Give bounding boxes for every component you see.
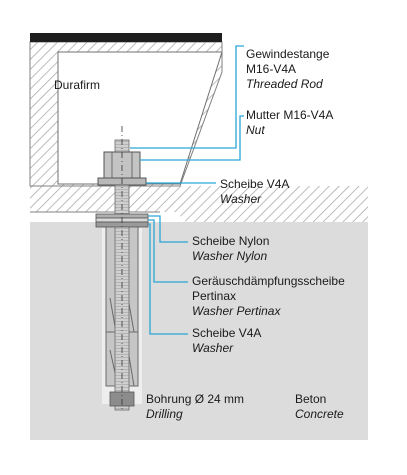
damping-washer-label-de-2: Pertinax <box>192 289 237 303</box>
leader-washer-bottom <box>148 223 188 335</box>
damping-washer-label-de-1: Geräuschdämpfungsscheibe <box>192 274 345 288</box>
damping-washer-label-en: Washer Pertinax <box>192 304 281 318</box>
concrete-label-en: Concrete <box>295 407 344 421</box>
leader-pertinax <box>148 219 188 283</box>
threaded-rod-label-de-2: M16-V4A <box>246 62 297 76</box>
leader-threaded-rod <box>130 45 244 149</box>
washer-top-label-de: Scheibe V4A <box>220 177 290 191</box>
washer-bottom-label-en: Washer <box>192 341 234 355</box>
nut-label-de: Mutter M16-V4A <box>246 108 334 122</box>
washer-bottom-label-de: Scheibe V4A <box>192 326 262 340</box>
leader-washer-nylon <box>148 215 188 243</box>
concrete-label-de: Beton <box>295 392 327 406</box>
drilling-label-de: Bohrung Ø 24 mm <box>146 392 245 406</box>
washer-nylon-label-en: Washer Nylon <box>192 249 268 263</box>
top-bar <box>30 33 222 42</box>
durafirm-block <box>57 51 223 185</box>
concrete-block <box>30 222 368 440</box>
hatched-gap-strip <box>30 186 180 212</box>
drilling-label-en: Drilling <box>146 407 183 421</box>
washer-nylon-label-de: Scheibe Nylon <box>192 234 270 248</box>
leader-lines <box>130 45 244 335</box>
hatched-wedge <box>160 186 368 222</box>
threaded-rod-label-en: Threaded Rod <box>246 77 323 91</box>
nut-label-en: Nut <box>246 123 265 137</box>
washer-top-label-en: Washer <box>220 192 262 206</box>
leader-nut <box>140 115 244 161</box>
threaded-rod-label-de-1: Gewindestange <box>246 47 330 61</box>
durafirm-label: Durafirm <box>54 78 101 92</box>
